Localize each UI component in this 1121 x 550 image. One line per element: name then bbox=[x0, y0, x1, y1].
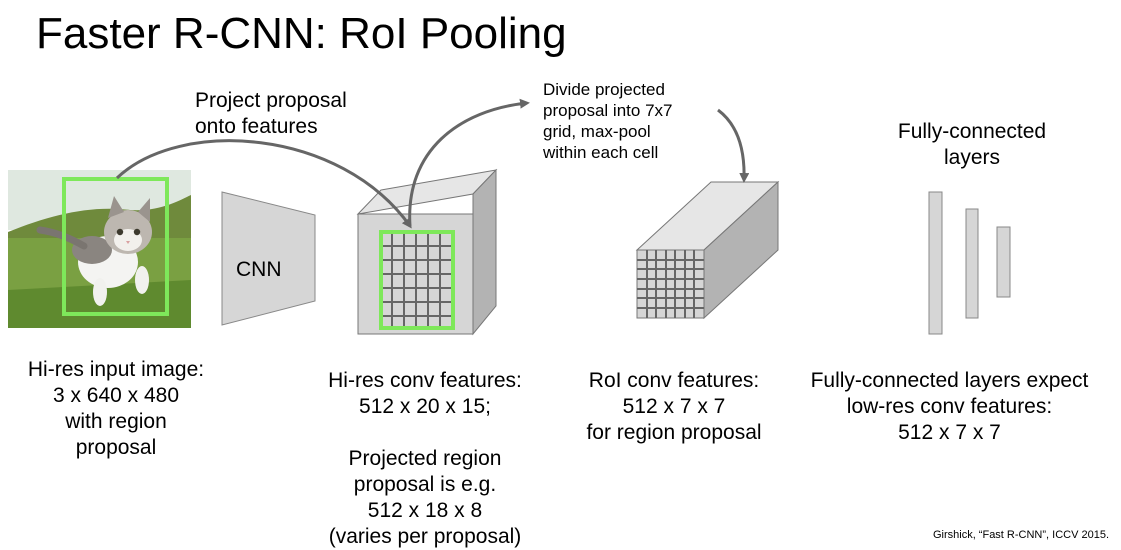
roi-grid bbox=[637, 250, 704, 318]
caption-line: with region bbox=[65, 410, 167, 433]
caption-line: 512 x 20 x 15; bbox=[359, 395, 491, 418]
fc-title: Fully-connected layers bbox=[872, 119, 1072, 171]
projected-proposal-box bbox=[379, 230, 455, 330]
caption-line bbox=[305, 420, 545, 446]
conv-caption: Hi-res conv features: 512 x 20 x 15; Pro… bbox=[305, 368, 545, 550]
divide-arrow-up bbox=[408, 98, 530, 227]
roi-caption: RoI conv features: 512 x 7 x 7 for regio… bbox=[567, 368, 781, 446]
caption-line: Fully-connected layers expect bbox=[810, 369, 1089, 392]
roi-feature-block bbox=[635, 180, 780, 320]
project-annotation: Project proposal onto features bbox=[195, 88, 347, 140]
region-proposal-box bbox=[62, 177, 169, 316]
fc-caption: Fully-connected layers expect low-res co… bbox=[792, 368, 1107, 446]
divide-annotation-line: proposal into 7x7 bbox=[543, 101, 673, 120]
project-annotation-line: Project proposal bbox=[195, 89, 347, 112]
fc-layer-1 bbox=[928, 191, 943, 335]
projected-proposal-grid bbox=[381, 232, 453, 328]
divide-annotation: Divide projected proposal into 7x7 grid,… bbox=[543, 79, 672, 163]
fc-layer-2 bbox=[965, 208, 979, 319]
caption-line: 512 x 18 x 8 bbox=[367, 499, 483, 522]
fc-layer-3 bbox=[996, 226, 1011, 298]
cnn-block bbox=[221, 191, 316, 326]
fc-title-line: Fully-connected bbox=[897, 120, 1047, 143]
caption-line: proposal bbox=[75, 436, 157, 459]
caption-line: 512 x 7 x 7 bbox=[898, 421, 1001, 444]
caption-line: low-res conv features: bbox=[846, 395, 1053, 418]
divide-arrow-down bbox=[717, 108, 750, 183]
caption-line: proposal is e.g. bbox=[353, 473, 497, 496]
page-title: Faster R-CNN: RoI Pooling bbox=[36, 9, 567, 58]
caption-line: Hi-res conv features: bbox=[328, 369, 522, 392]
caption-line: Hi-res input image: bbox=[27, 358, 205, 381]
caption-line: Projected region bbox=[348, 447, 502, 470]
divide-annotation-line: within each cell bbox=[543, 143, 659, 162]
fc-title-line: layers bbox=[943, 146, 1001, 169]
divide-annotation-line: Divide projected bbox=[543, 80, 665, 99]
input-caption: Hi-res input image: 3 x 640 x 480 with r… bbox=[0, 357, 232, 461]
kitten-image bbox=[8, 170, 191, 328]
caption-line: 512 x 7 x 7 bbox=[622, 395, 726, 418]
divide-annotation-line: grid, max-pool bbox=[543, 122, 651, 141]
citation: Girshick, “Fast R-CNN”, ICCV 2015. bbox=[932, 529, 1109, 541]
caption-line: for region proposal bbox=[586, 421, 762, 444]
cnn-label: CNN bbox=[236, 258, 282, 281]
project-annotation-line: onto features bbox=[195, 115, 318, 138]
project-arrow bbox=[115, 139, 412, 229]
caption-line: (varies per proposal) bbox=[328, 525, 522, 548]
caption-line: RoI conv features: bbox=[588, 369, 760, 392]
caption-line: 3 x 640 x 480 bbox=[52, 384, 180, 407]
